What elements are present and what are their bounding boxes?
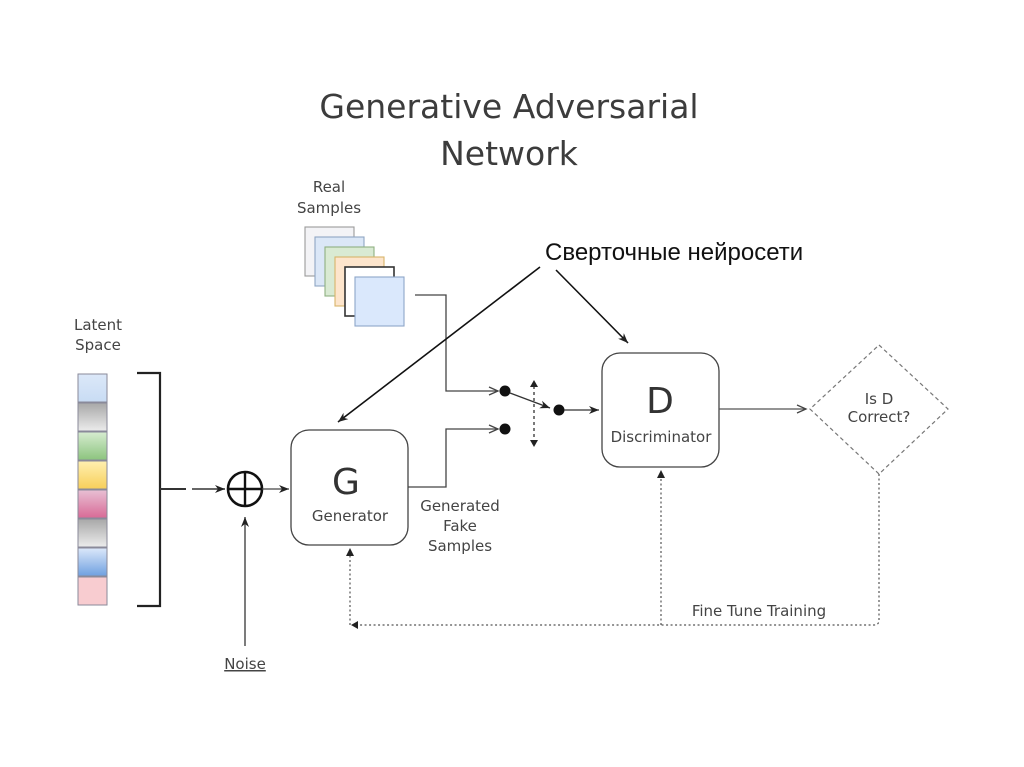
generator-label: Generator bbox=[312, 507, 389, 525]
switch-node-real bbox=[499, 385, 511, 397]
feedback-arrowhead-generator bbox=[346, 548, 354, 556]
latent-cell bbox=[77, 489, 108, 519]
latent-cell bbox=[77, 373, 108, 403]
latent-space-label-1: Latent bbox=[74, 316, 122, 334]
switch-lever bbox=[509, 392, 551, 409]
latent-cell bbox=[77, 518, 108, 548]
latent-vector bbox=[77, 373, 108, 606]
real-samples: Real Samples bbox=[297, 178, 405, 327]
fake-samples-label-2: Fake bbox=[443, 517, 477, 535]
feedback-arrowhead-left bbox=[351, 621, 358, 629]
feedback-path bbox=[353, 474, 880, 626]
switch-node-fake bbox=[499, 423, 511, 435]
title-line-1: Generative Adversarial bbox=[319, 87, 698, 126]
latent-cell bbox=[77, 547, 108, 577]
latent-bracket bbox=[137, 371, 162, 608]
real-samples-label-1: Real bbox=[313, 178, 345, 196]
latent-cell bbox=[77, 460, 108, 490]
feedback-label: Fine Tune Training bbox=[692, 602, 826, 620]
latent-cell bbox=[77, 576, 108, 606]
fake-samples-label-1: Generated bbox=[420, 497, 500, 515]
decision-label-2: Correct? bbox=[848, 408, 911, 426]
latent-cell bbox=[77, 431, 108, 461]
decision-diamond: Is D Correct? bbox=[809, 344, 949, 475]
feedback-arrowhead-discriminator bbox=[657, 470, 665, 478]
annotation-arrow-generator bbox=[337, 266, 541, 423]
latent-space-label-2: Space bbox=[75, 336, 121, 354]
title-line-2: Network bbox=[440, 134, 579, 173]
switch-toggle-arrow-up bbox=[530, 380, 538, 387]
generator-letter: G bbox=[332, 462, 360, 503]
switch bbox=[499, 380, 565, 447]
annotation-arrow-discriminator bbox=[555, 269, 629, 344]
annotation-label: Сверточные нейросети bbox=[545, 239, 803, 266]
discriminator-label: Discriminator bbox=[611, 428, 713, 446]
latent-space: Latent Space bbox=[74, 316, 162, 608]
real-samples-path bbox=[415, 294, 500, 396]
fake-samples-label-3: Samples bbox=[428, 537, 492, 555]
noise-label: Noise bbox=[224, 655, 266, 673]
switch-toggle-arrow-down bbox=[530, 440, 538, 447]
fake-samples-path bbox=[408, 424, 500, 488]
switch-node-output bbox=[553, 404, 565, 416]
discriminator-block: D Discriminator bbox=[601, 352, 720, 468]
generator-block: G Generator bbox=[290, 429, 409, 546]
decision-label-1: Is D bbox=[865, 390, 894, 408]
discriminator-letter: D bbox=[646, 381, 674, 422]
real-samples-label-2: Samples bbox=[297, 199, 361, 217]
real-sample-card bbox=[354, 276, 405, 327]
adder-icon bbox=[226, 470, 264, 508]
real-sample-cards bbox=[304, 226, 405, 327]
latent-cell bbox=[77, 402, 108, 432]
